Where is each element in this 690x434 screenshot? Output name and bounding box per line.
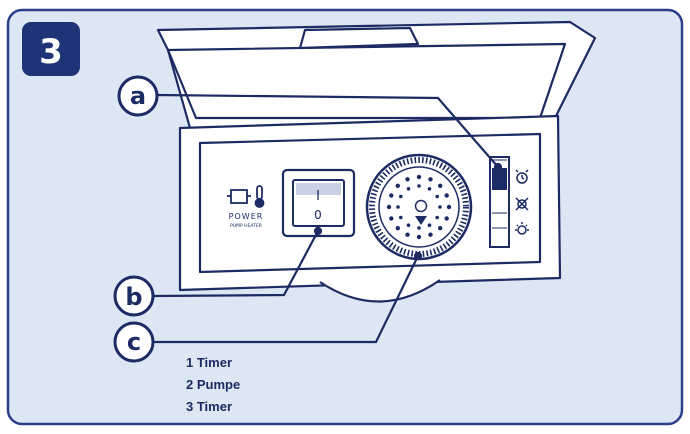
dial-dot	[399, 215, 403, 220]
legend-item-2: 2 Pumpe	[186, 377, 240, 392]
step-number: 3	[39, 32, 63, 72]
power-indicator	[227, 185, 265, 208]
dial-dot	[406, 223, 411, 227]
timer-dial[interactable]	[365, 153, 473, 261]
dial-dot	[427, 223, 432, 227]
dial-dot	[435, 194, 440, 199]
legend-item-1: 1 Timer	[186, 355, 232, 370]
power-sublabel: PUMP HEATER	[230, 223, 262, 229]
light-on-icon	[515, 222, 529, 235]
dial-dot	[416, 234, 422, 240]
power-label: POWER	[229, 212, 264, 221]
clock-icon	[515, 169, 529, 184]
callout-b-letter: b	[125, 283, 142, 311]
dial-dot	[396, 205, 400, 209]
dial-dot	[438, 205, 442, 209]
dial-dot	[389, 216, 394, 221]
mode-selector[interactable]	[489, 156, 510, 248]
dial-dot	[427, 187, 432, 191]
callout-b: b	[113, 275, 155, 317]
selector-knob	[492, 168, 507, 190]
dial-dot	[444, 193, 449, 198]
switch-on-label: I	[316, 189, 320, 204]
dial-dot	[438, 226, 443, 231]
dial-dot	[435, 215, 440, 220]
dial-dot	[417, 226, 421, 230]
callout-a-letter: a	[130, 82, 146, 110]
dial-dot	[395, 226, 400, 231]
dial-dot	[386, 204, 392, 210]
dial-dot	[405, 177, 410, 182]
callout-a: a	[117, 75, 159, 117]
dial-dot	[446, 204, 452, 210]
power-switch[interactable]: I 0	[281, 168, 356, 238]
callout-c-letter: c	[127, 328, 141, 356]
switch-off-label: 0	[314, 208, 322, 222]
dial-dot	[405, 232, 410, 237]
dial-dot	[389, 193, 394, 198]
light-off-icon	[515, 197, 529, 211]
dial-dot	[428, 177, 433, 182]
step-badge: 3	[22, 22, 80, 76]
dial-dot	[428, 232, 433, 237]
dial-dot	[395, 183, 400, 188]
dial-dot	[444, 216, 449, 221]
legend: 1 Timer 2 Pumpe 3 Timer	[186, 355, 240, 414]
dial-dot	[417, 184, 421, 188]
dial-pointer	[415, 216, 427, 225]
dial-dot	[406, 187, 411, 191]
dial-dot	[438, 183, 443, 188]
callout-c: c	[113, 321, 155, 363]
device-lid	[156, 20, 597, 130]
legend-item-3: 3 Timer	[186, 399, 232, 414]
callout-leaders	[153, 93, 503, 344]
dial-dot	[416, 174, 422, 180]
dial-dot	[399, 194, 403, 199]
dial-center	[414, 199, 428, 213]
